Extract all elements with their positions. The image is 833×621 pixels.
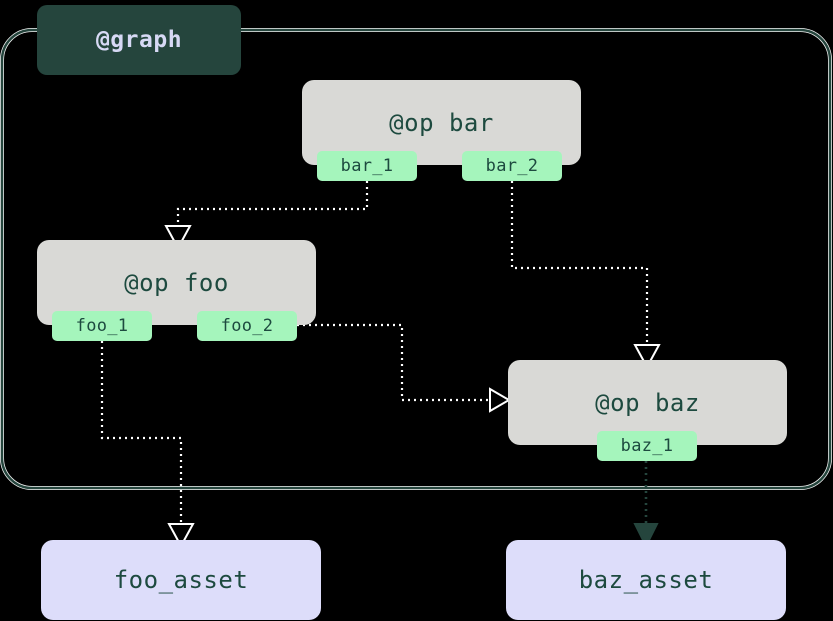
node-op-foo-label: @op foo xyxy=(124,268,229,297)
port-bar-2[interactable]: bar_2 xyxy=(462,151,562,181)
arrowhead-icon xyxy=(633,523,659,549)
edge-foo2-to-baz xyxy=(297,323,511,413)
edge-baz1-to-baz-asset xyxy=(633,461,659,549)
node-op-baz[interactable]: @op baz xyxy=(508,360,787,445)
port-bar-1[interactable]: bar_1 xyxy=(317,151,417,181)
port-bar-1-label: bar_1 xyxy=(340,156,394,176)
edge-bar1-to-foo xyxy=(164,181,369,251)
node-baz-asset-label: baz_asset xyxy=(578,566,714,594)
graph-label: @graph xyxy=(37,5,241,75)
node-op-foo[interactable]: @op foo xyxy=(37,240,316,325)
edge-foo1-to-foo-asset xyxy=(100,341,195,549)
graph-label-text: @graph xyxy=(95,27,183,53)
port-foo-2[interactable]: foo_2 xyxy=(197,311,297,341)
port-baz-1-label: baz_1 xyxy=(620,436,674,456)
port-foo-2-label: foo_2 xyxy=(220,316,274,336)
arrowhead-icon xyxy=(633,344,661,370)
arrowhead-icon xyxy=(489,387,511,413)
arrowhead-icon xyxy=(167,523,195,549)
port-bar-2-label: bar_2 xyxy=(485,156,539,176)
node-op-bar-label: @op bar xyxy=(389,108,494,137)
edge-bar2-to-baz xyxy=(510,181,661,370)
port-foo-1[interactable]: foo_1 xyxy=(52,311,152,341)
arrowhead-icon xyxy=(164,225,192,251)
node-op-bar[interactable]: @op bar xyxy=(302,80,581,165)
graph-frame-stroke xyxy=(0,28,832,490)
port-foo-1-label: foo_1 xyxy=(75,316,129,336)
node-baz-asset[interactable]: baz_asset xyxy=(506,540,786,620)
port-baz-1[interactable]: baz_1 xyxy=(597,431,697,461)
node-foo-asset-label: foo_asset xyxy=(113,566,249,594)
node-op-baz-label: @op baz xyxy=(595,388,700,417)
node-foo-asset[interactable]: foo_asset xyxy=(41,540,321,620)
